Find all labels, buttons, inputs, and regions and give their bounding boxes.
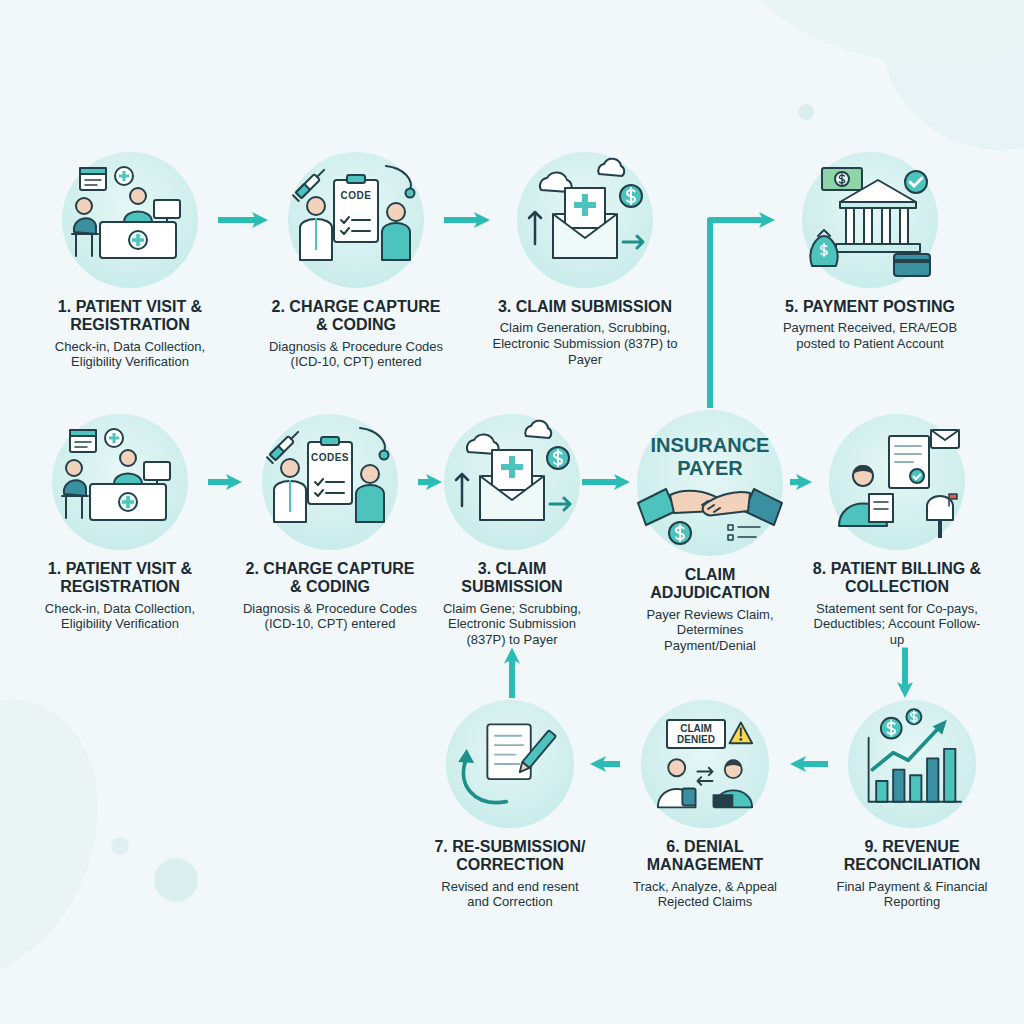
background-bubble (798, 104, 814, 120)
background-wave (760, 0, 1024, 64)
flow-arrow (582, 479, 620, 485)
process-step: 1. PATIENT VISIT & REGISTRATION Check-in,… (32, 412, 208, 632)
payment-icon (802, 152, 938, 288)
step-title: 3. CLAIM SUBMISSION (490, 298, 680, 316)
step-title: 8. PATIENT BILLING & COLLECTION (812, 560, 982, 597)
billing-icon (829, 414, 965, 550)
clipboard-label: CODE (339, 190, 374, 202)
step-title: 2. CHARGE CAPTURE & CODING (268, 298, 444, 335)
icon-area (800, 150, 940, 290)
resubmission-icon (446, 700, 574, 828)
revenue-icon (848, 700, 976, 828)
step-description: Claim Generation, Scrubbing, Electronic … (490, 320, 680, 367)
flow-arrow (418, 479, 432, 485)
payer-node: INSURANCE PAYER CLAIM ADJUDICATION Payer R… (630, 408, 790, 654)
process-step: 1. PATIENT VISIT & REGISTRATION Check-in,… (42, 150, 218, 370)
claim-icon (444, 414, 580, 550)
step-description: Final Payment & Financial Reporting (828, 879, 996, 910)
flow-arrow (444, 217, 480, 223)
step-description: Statement sent for Co-pays, Deductibles;… (812, 601, 982, 648)
process-step: 2. CHARGE CAPTURE & CODING Diagnosis & Pr… (242, 412, 418, 632)
icon-area: INSURANCE PAYER (635, 408, 785, 558)
coding-icon (262, 414, 398, 550)
process-step: 2. CHARGE CAPTURE & CODING Diagnosis & Pr… (268, 150, 444, 370)
step-description: Check-in, Data Collection, Eligibility V… (32, 601, 208, 632)
icon-area (60, 150, 200, 290)
background-wave (0, 699, 98, 970)
flow-arrow (790, 479, 802, 485)
process-step: 8. PATIENT BILLING & COLLECTION Statement… (812, 412, 982, 648)
icon-area (260, 412, 400, 552)
icon-area (515, 150, 655, 290)
flow-arrow (902, 648, 908, 688)
flow-arrow (710, 220, 765, 408)
step-title: 2. CHARGE CAPTURE & CODING (242, 560, 418, 597)
flow-arrow (600, 761, 620, 767)
payer-heading: INSURANCE PAYER (643, 408, 777, 480)
icon-area (286, 150, 426, 290)
denied-sign: CLAIM DENIED (666, 719, 726, 749)
flow-arrow (800, 761, 828, 767)
step-description: Claim Gene; Scrubbing, Electronic Submis… (442, 601, 582, 648)
step-title: CLAIM ADJUDICATION (630, 566, 790, 603)
flow-arrow (509, 658, 515, 698)
background-bubble (154, 858, 198, 902)
step-title: 9. REVENUE RECONCILIATION (828, 838, 996, 875)
step-title: 3. CLAIM SUBMISSION (442, 560, 582, 597)
process-step: 3. CLAIM SUBMISSION Claim Gene; Scrubbing… (442, 412, 582, 648)
claim-icon (517, 152, 653, 288)
step-title: 1. PATIENT VISIT & REGISTRATION (32, 560, 208, 597)
process-step: 9. REVENUE RECONCILIATION Final Payment &… (828, 698, 996, 910)
step-title: 7. RE-SUBMISSION/ CORRECTION (430, 838, 590, 875)
step-title: 6. DENIAL MANAGEMENT (620, 838, 790, 875)
registration-icon (52, 414, 188, 550)
clipboard-label: CODES (309, 452, 351, 464)
process-step: 3. CLAIM SUBMISSION Claim Generation, Scr… (490, 150, 680, 367)
step-description: Payer Reviews Claim, Determines Payment/… (630, 607, 790, 654)
step-description: Track, Analyze, & Appeal Rejected Claims (620, 879, 790, 910)
step-title: 5. PAYMENT POSTING (775, 298, 965, 316)
icon-area (827, 412, 967, 552)
step-title: 1. PATIENT VISIT & REGISTRATION (42, 298, 218, 335)
process-step: 5. PAYMENT POSTING Payment Received, ERA/… (775, 150, 965, 352)
registration-icon (62, 152, 198, 288)
icon-area (442, 412, 582, 552)
coding-icon (288, 152, 424, 288)
flow-arrow (208, 479, 232, 485)
step-description: Check-in, Data Collection, Eligibility V… (42, 339, 218, 370)
step-description: Payment Received, ERA/EOB posted to Pati… (775, 320, 965, 351)
step-description: Diagnosis & Procedure Codes (ICD-10, CPT… (268, 339, 444, 370)
handshake-icon (637, 410, 783, 556)
icon-area (444, 698, 576, 830)
icon-area (639, 698, 771, 830)
icon-area (846, 698, 978, 830)
step-description: Revised and end resent and Correction (430, 879, 590, 910)
flow-arrow (218, 217, 258, 223)
background-bubble (111, 837, 129, 855)
icon-area (50, 412, 190, 552)
step-description: Diagnosis & Procedure Codes (ICD-10, CPT… (242, 601, 418, 632)
denial-icon (641, 700, 769, 828)
process-step: 7. RE-SUBMISSION/ CORRECTION Revised and … (430, 698, 590, 910)
